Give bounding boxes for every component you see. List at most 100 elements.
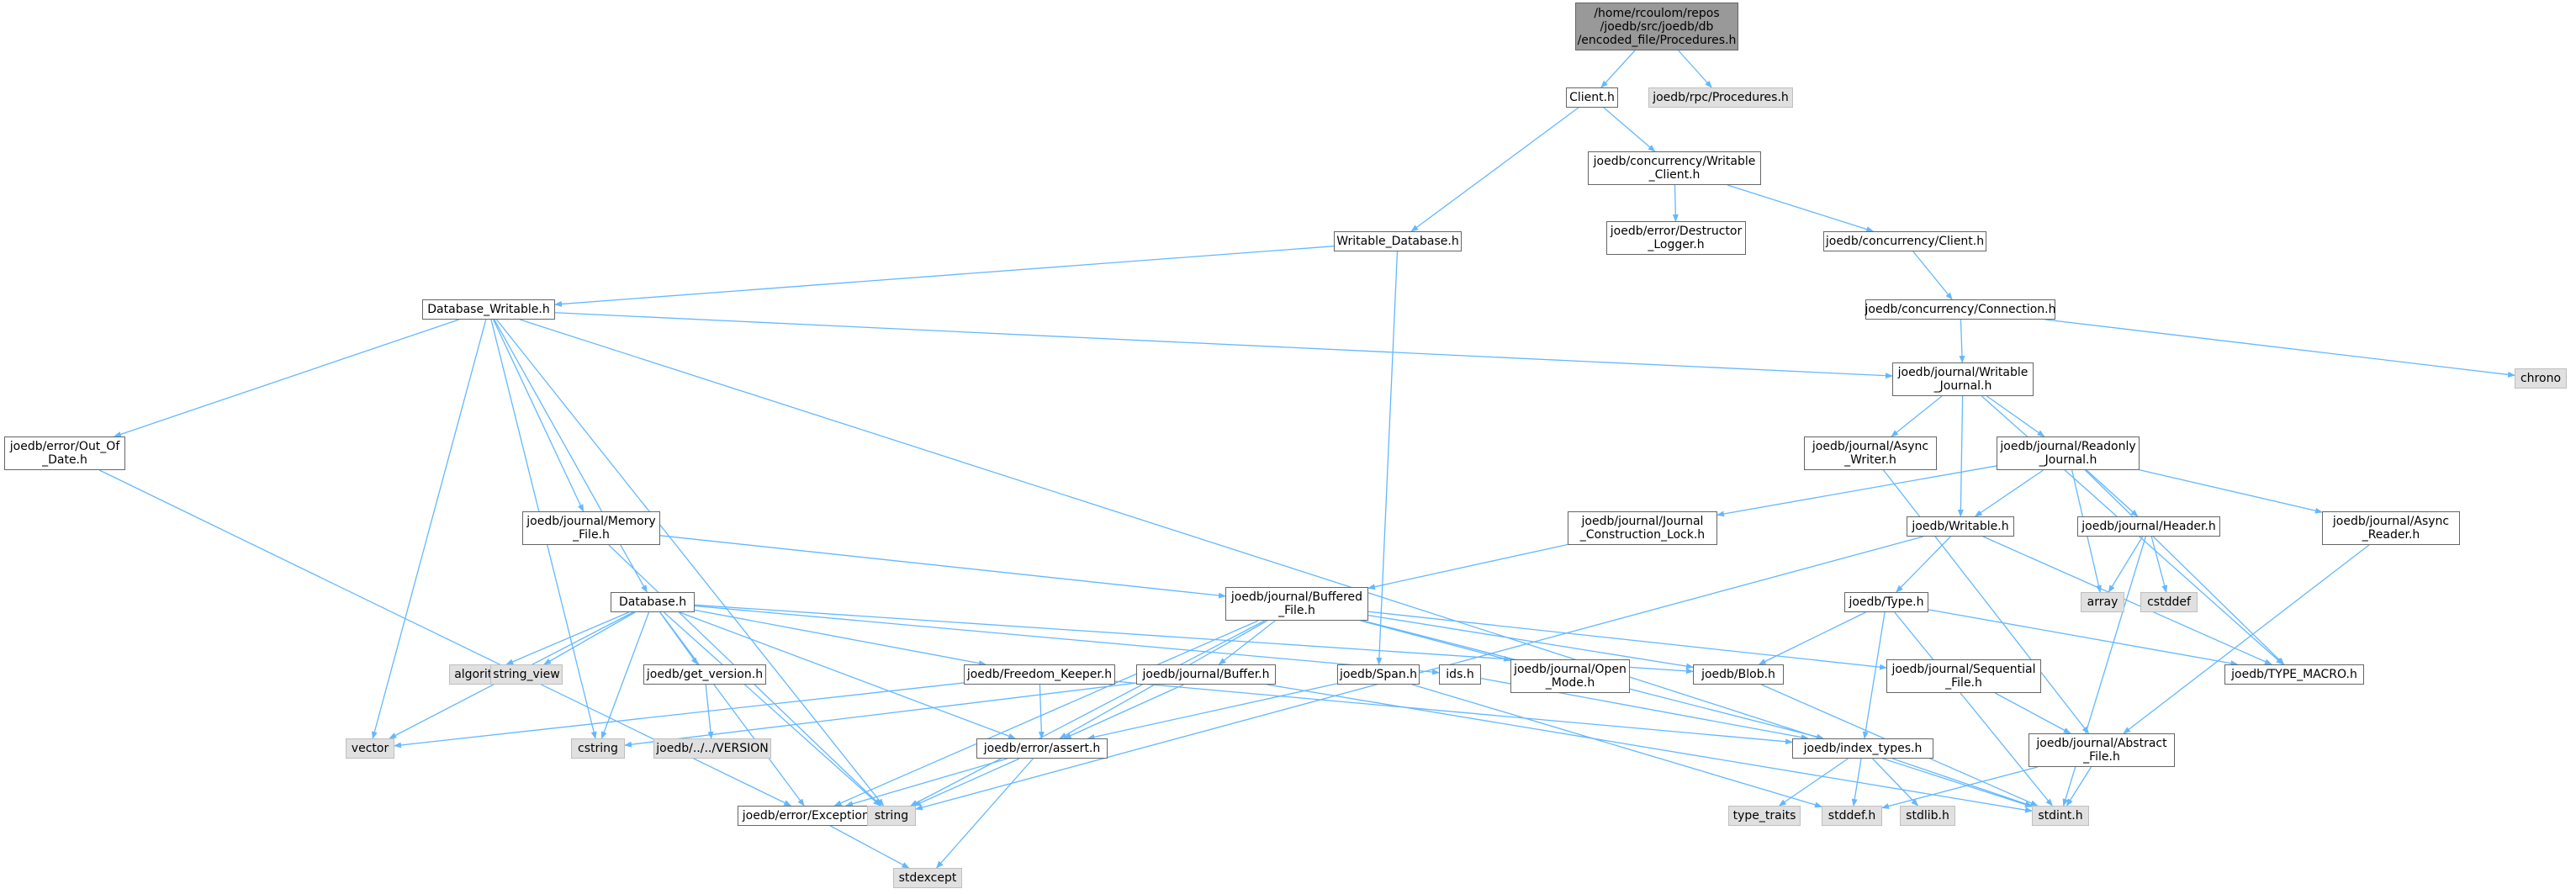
node-connection[interactable]: joedb/concurrency/Connection.h [1865,299,2055,320]
node-concurrency-client[interactable]: joedb/concurrency/Client.h [1823,231,1986,251]
node-async-reader[interactable]: joedb/journal/Async _Reader.h [2322,511,2460,545]
edge-header_h-to-cstddef [2150,536,2168,593]
node-version-file: joedb/../../VERSION [653,738,771,759]
node-blob-h[interactable]: joedb/Blob.h [1693,664,1784,685]
edge-abstract_file-to-stddef_h [1881,766,2039,809]
edge-async_reader-to-abstract_file [2123,544,2370,734]
node-client[interactable]: Client.h [1566,87,1618,108]
node-writable-h[interactable]: joedb/Writable.h [1907,516,2014,537]
node-assert-h[interactable]: joedb/error/assert.h [976,738,1108,759]
node-cstddef: cstddef [2140,592,2198,612]
node-destructor-logger[interactable]: joedb/error/Destructor _Logger.h [1606,221,1746,255]
edge-writable_database-to-span_h [1376,251,1399,665]
edge-buffered_file-to-exception_h [833,620,1259,807]
edge-buffered_file-to-open_mode [1360,620,1511,662]
edge-database_writable-to-string [496,319,885,807]
edge-assert_h-to-string [912,758,1020,807]
edge-freedom_keeper-to-assert_h [1038,684,1045,739]
node-type-h[interactable]: joedb/Type.h [1844,592,1928,612]
edge-writable_journal-to-async_writer [1891,395,1943,437]
edge-buffered_file-to-journal_buffer [1218,620,1276,665]
edge-index_types-to-type_traits [1778,758,1849,807]
edge-index_types-to-stdlib_h [1872,758,1919,807]
node-type-macro[interactable]: joedb/TYPE_MACRO.h [2224,664,2364,685]
node-async-writer[interactable]: joedb/journal/Async _Writer.h [1804,436,1937,470]
node-buffered-file[interactable]: joedb/journal/Buffered _File.h [1225,587,1368,621]
node-type-traits: type_traits [1728,806,1801,826]
node-span-h[interactable]: joedb/Span.h [1337,664,1420,685]
edge-span_h-to-stddef_h [1412,684,1822,808]
node-stdexcept: stdexcept [893,868,962,888]
edge-readonly_journal-to-type_macro [2085,469,2285,665]
edge-assert_h-to-exception_h [845,758,1008,807]
edge-database_writable-to-stdint_h [520,319,2033,807]
node-sequential-file[interactable]: joedb/journal/Sequential _File.h [1886,659,2041,693]
edge-freedom_keeper-to-vector [394,682,965,749]
edge-type_h-to-index_types [1862,611,1886,739]
edge-memory_file-to-buffered_file [659,535,1226,599]
node-exception-h[interactable]: joedb/error/Exception.h [738,806,886,826]
node-writable-client[interactable]: joedb/concurrency/Writable _Client.h [1588,151,1761,185]
edge-writable_journal-to-writable_h [1957,395,1964,517]
edge-writable_h-to-type_macro [1982,536,2272,665]
edge-root-to-client [1600,50,1636,88]
node-out-of-date[interactable]: joedb/error/Out_Of _Date.h [4,436,125,470]
edge-concurrency_client-to-connection [1912,251,1953,300]
edge-async_writer-to-abstract_file [1883,469,2090,734]
edge-writable_database-to-database_writable [554,246,1335,307]
node-ids-h[interactable]: ids.h [1439,664,1481,685]
edge-database_h-to-cstring [600,611,650,739]
edge-database_h-to-algorithm [505,611,630,665]
edge-journal_buffer-to-stdint_h [1267,684,2033,813]
edge-client-to-writable_client [1603,107,1656,152]
node-index-types[interactable]: joedb/index_types.h [1792,738,1933,759]
edge-writable_client-to-destructor_logger [1672,184,1679,222]
edge-index_types-to-stdint_h [1892,758,2033,807]
node-journal-buffer[interactable]: joedb/journal/Buffer.h [1136,664,1276,685]
node-database-writable[interactable]: Database_Writable.h [422,299,555,320]
edge-type_h-to-type_macro [1928,609,2239,667]
node-freedom-keeper[interactable]: joedb/Freedom_Keeper.h [964,664,1115,685]
edge-database_h-to-ids_h [694,605,1440,675]
edge-database_h-to-assert_h [679,611,1017,739]
node-stddef-h: stddef.h [1822,806,1882,826]
node-get-version[interactable]: joedb/get_version.h [643,664,766,685]
edge-type_h-to-stdint_h [1894,611,2053,807]
edge-readonly_journal-to-construction_lock [1716,465,1997,517]
node-string: string [867,806,916,826]
edge-freedom_keeper-to-index_types [1114,680,1793,745]
edge-journal_buffer-to-cstring [624,682,1137,748]
edge-type_h-to-blob_h [1758,611,1866,665]
edge-readonly_journal-to-writable_h [1974,469,2044,517]
edge-assert_h-to-stdexcept [935,758,1034,869]
edge-journal_buffer-to-assert_h [1063,684,1184,739]
edge-database_writable-to-vector [371,319,487,739]
node-open-mode[interactable]: joedb/journal/Open _Mode.h [1510,659,1630,693]
node-database-h[interactable]: Database.h [611,592,695,612]
node-writable-journal[interactable]: joedb/journal/Writable _Journal.h [1892,362,2034,396]
edge-writable_client-to-concurrency_client [1727,184,1875,232]
node-readonly-journal[interactable]: joedb/journal/Readonly _Journal.h [1997,436,2140,470]
edge-database_writable-to-writable_journal [554,312,1893,379]
edge-database_h-to-freedom_keeper [694,609,986,666]
edge-root-to-rpc_procedures [1678,50,1712,88]
edge-writable_h-to-type_h [1896,536,1951,593]
node-array: array [2081,592,2124,612]
node-string-view: string_view [490,664,563,685]
edge-abstract_file-to-stdint_h [2066,766,2092,807]
edge-exception_h-to-stdexcept [830,825,910,869]
edge-database_h-to-string [663,611,881,807]
node-header-h[interactable]: joedb/journal/Header.h [2077,516,2220,537]
edge-buffered_file-to-sequential_file [1367,611,1887,670]
node-construction-lock[interactable]: joedb/journal/Journal _Construction_Lock… [1568,511,1717,545]
edge-sequential_file-to-abstract_file [1994,692,2071,734]
node-memory-file[interactable]: joedb/journal/Memory _File.h [522,511,660,545]
edge-database_writable-to-database_h [494,319,648,593]
node-abstract-file[interactable]: joedb/journal/Abstract _File.h [2029,733,2175,767]
node-rpc-procedures: joedb/rpc/Procedures.h [1648,87,1793,108]
edge-readonly_journal-to-header_h [2086,469,2139,517]
node-writable-database[interactable]: Writable_Database.h [1334,231,1462,251]
edge-buffered_file-to-blob_h [1367,614,1694,669]
